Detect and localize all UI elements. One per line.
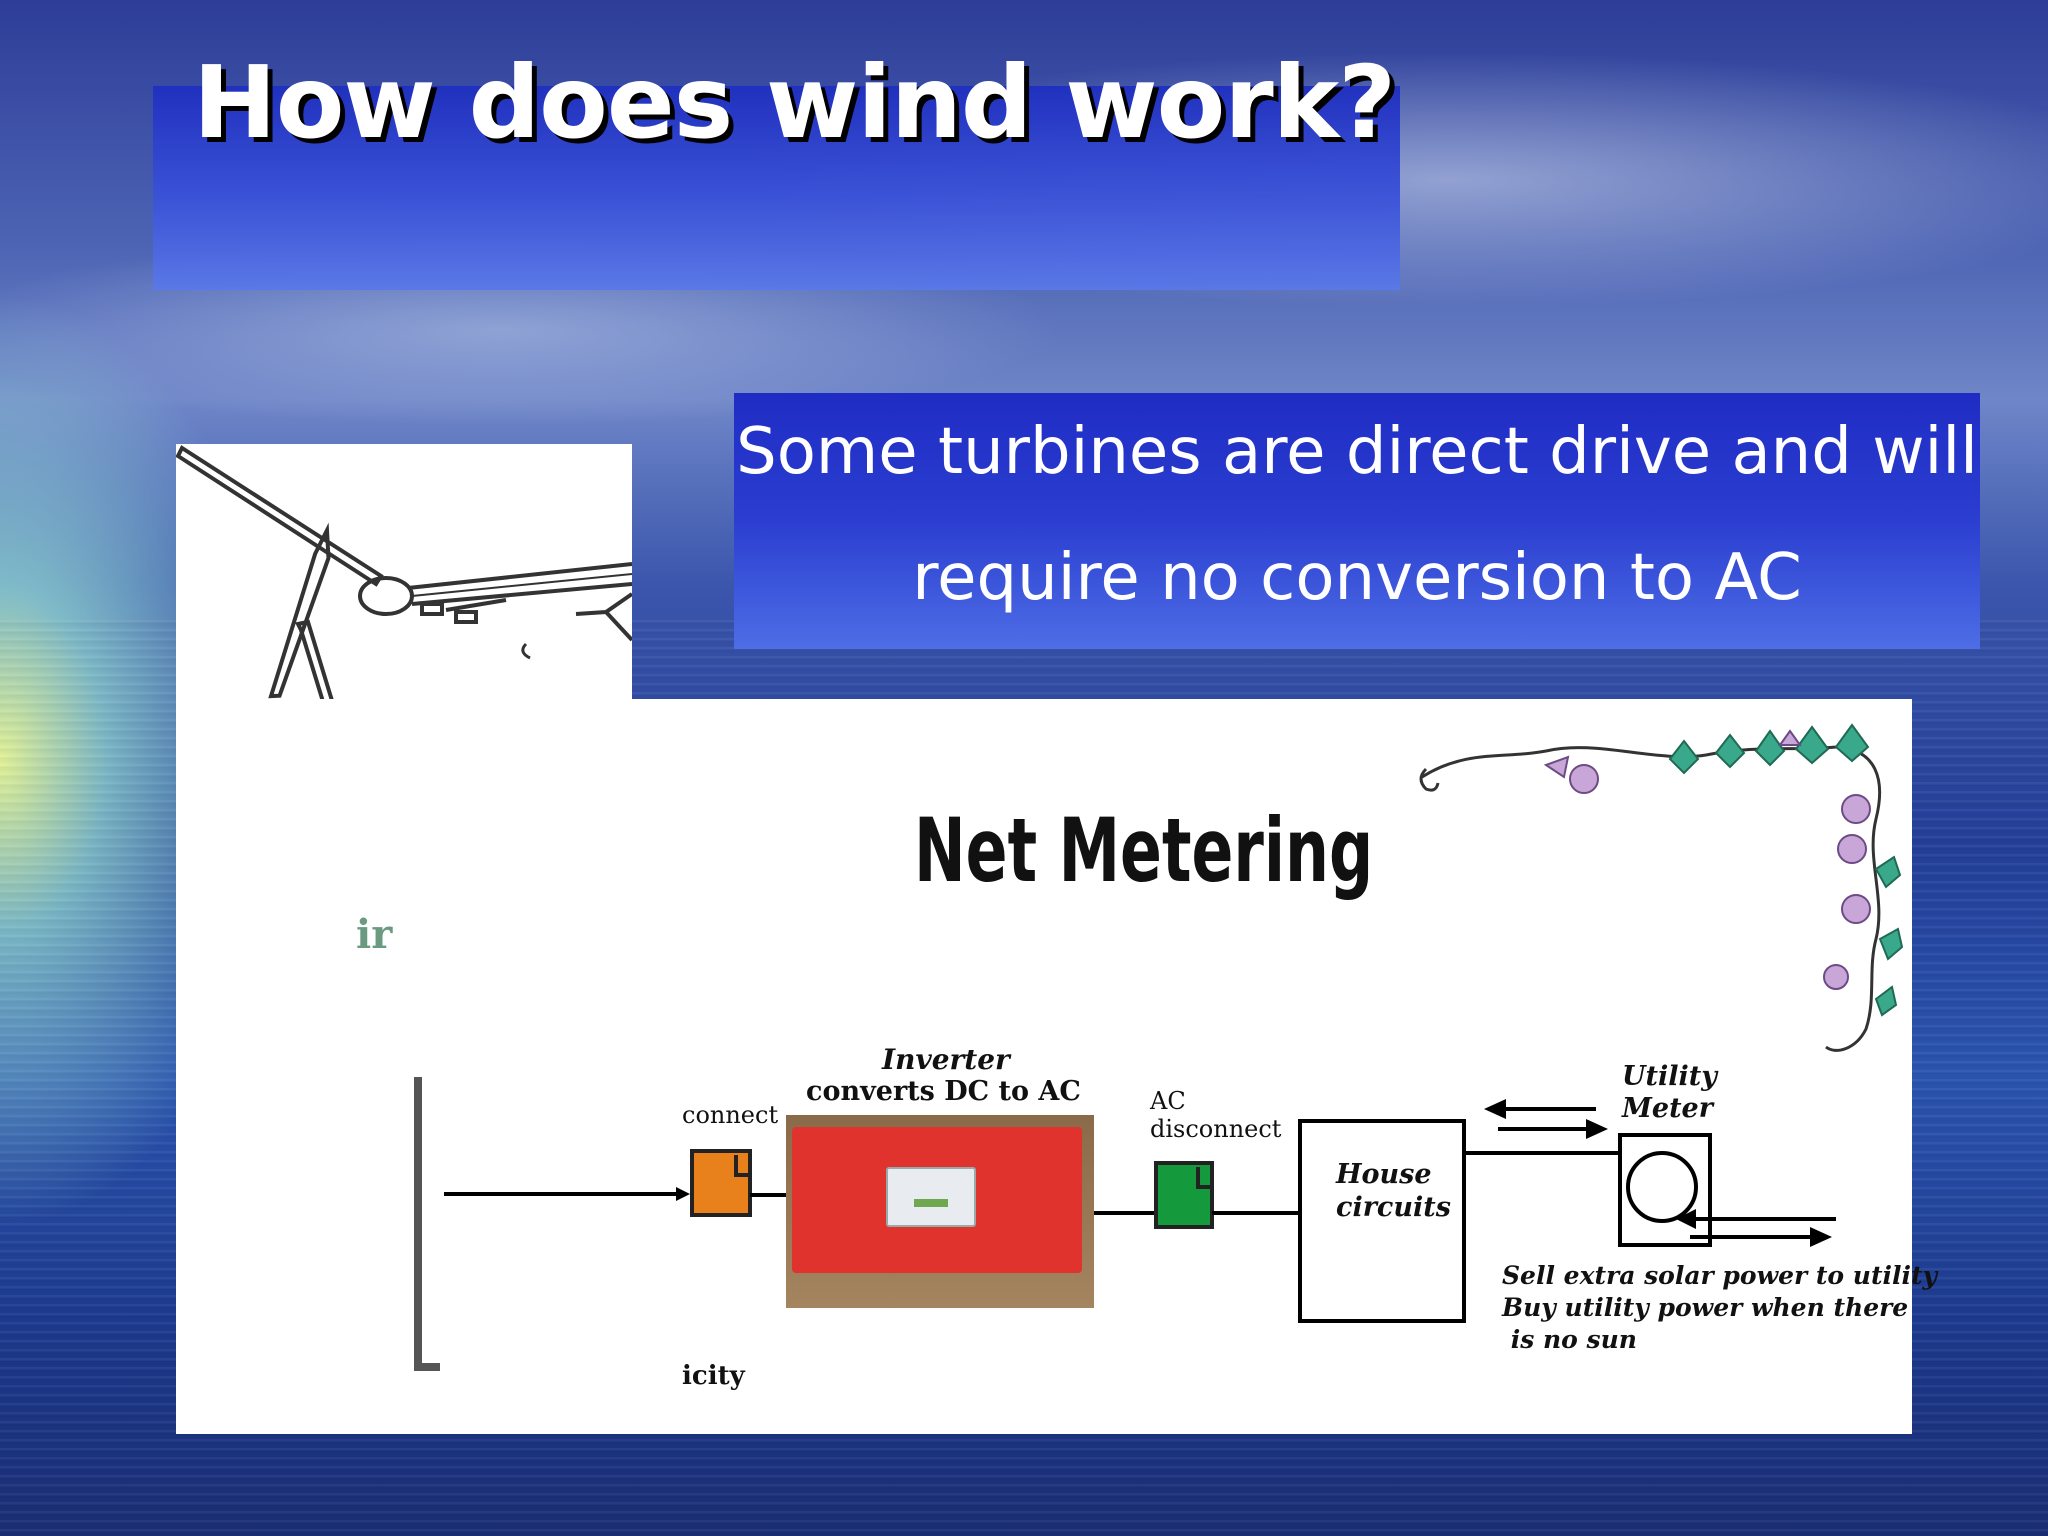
wind-turbine-image [175,444,634,747]
ac-label: AC [1150,1087,1186,1115]
ac-disconnect-label: disconnect [1150,1115,1282,1143]
bottom-fragment: icity [682,1361,745,1391]
wind-turbine-drawing [175,445,634,747]
meter-label-1: Utility [1622,1061,1717,1092]
note-line-1: Sell extra solar power to utility [1502,1261,1938,1290]
inverter-box [792,1127,1082,1273]
callout-line-2: require no conversion to AC [912,541,1802,615]
diagram-lines [414,723,1904,1371]
slide-title: How does wind work? [193,44,1396,161]
net-metering-title: Net Metering [914,799,1374,902]
house-circuits-box [1298,1119,1466,1323]
inverter-desc: converts DC to AC [806,1076,1081,1107]
net-metering-diagram: Net Metering ir connect Inverter convert… [176,699,1937,1434]
title-band [153,86,1400,290]
house-label-1: House [1336,1159,1432,1190]
vine-decoration [1419,723,1904,1052]
dc-disconnect [690,1149,752,1217]
inverter-display [886,1167,976,1227]
callout-box: Some turbines are direct drive and will … [734,393,1980,649]
ac-disconnect [1154,1161,1214,1229]
callout-line-1: Some turbines are direct drive and will [736,415,1978,489]
meter-label-2: Meter [1622,1093,1713,1124]
inverter-photo [786,1115,1094,1308]
house-label-2: circuits [1336,1192,1451,1223]
connect-label: connect [682,1101,779,1129]
inverter-label: Inverter [882,1043,1010,1076]
partial-label: ir [356,911,393,958]
note-line-2: Buy utility power when there [1502,1293,1909,1322]
note-line-3: is no sun [1502,1325,1637,1354]
